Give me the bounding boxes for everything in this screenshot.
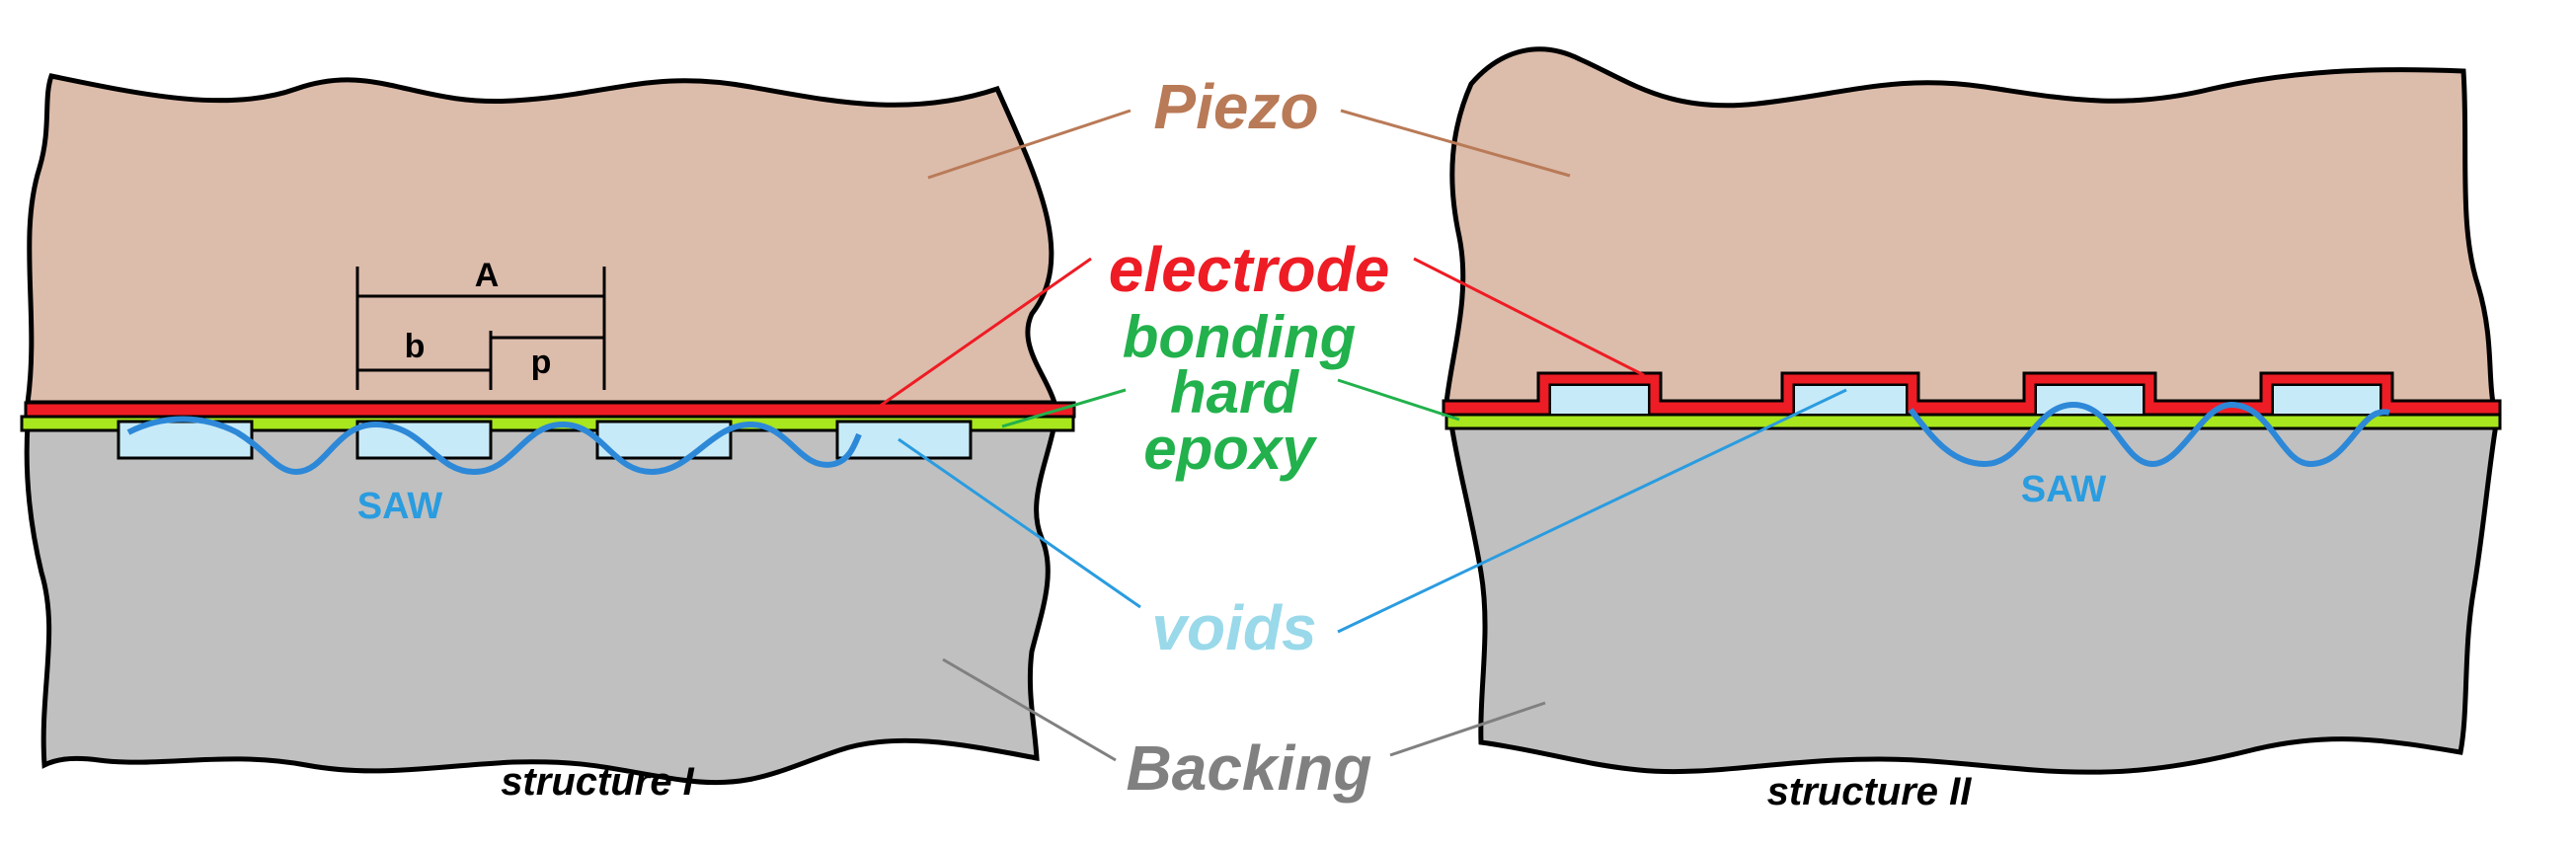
saw-label-right: SAW xyxy=(2021,469,2107,510)
hard-label: hard xyxy=(1170,359,1299,425)
bonding-layer-right xyxy=(1444,413,2502,430)
void-left-4 xyxy=(835,420,973,460)
dimension-p-label: p xyxy=(531,344,552,381)
structure-2: SAW structure II xyxy=(1442,46,2502,813)
dimension-a-label: A xyxy=(475,257,500,294)
voids-label: voids xyxy=(1151,592,1316,663)
void-right-4 xyxy=(2272,384,2381,416)
structure-1-label: structure I xyxy=(501,760,694,804)
structure-2-label: structure II xyxy=(1767,770,1973,813)
backing-layer-left xyxy=(24,422,1058,786)
piezo-label: Piezo xyxy=(1153,71,1318,142)
leader-lines xyxy=(878,109,1847,762)
electrode-layer-left xyxy=(24,401,1076,419)
void-right-2 xyxy=(1793,384,1908,416)
dimension-markers xyxy=(355,267,606,390)
electrode-label: electrode xyxy=(1109,234,1390,305)
backing-layer-right xyxy=(1448,422,2499,775)
backing-label: Backing xyxy=(1127,732,1372,804)
piezo-layer-right xyxy=(1444,46,2496,406)
saw-wave-left xyxy=(126,416,862,476)
void-right-1 xyxy=(1549,384,1650,416)
void-left-2 xyxy=(355,420,493,460)
saw-label-left: SAW xyxy=(357,486,443,527)
dimension-b-label: b xyxy=(405,328,426,365)
bonding-label: bonding xyxy=(1123,304,1357,370)
epoxy-label: epoxy xyxy=(1143,416,1317,482)
structure-1: A b p SAW structure I xyxy=(20,73,1076,804)
piezo-layer-left xyxy=(25,73,1058,406)
saw-wave-right xyxy=(1908,401,2390,468)
